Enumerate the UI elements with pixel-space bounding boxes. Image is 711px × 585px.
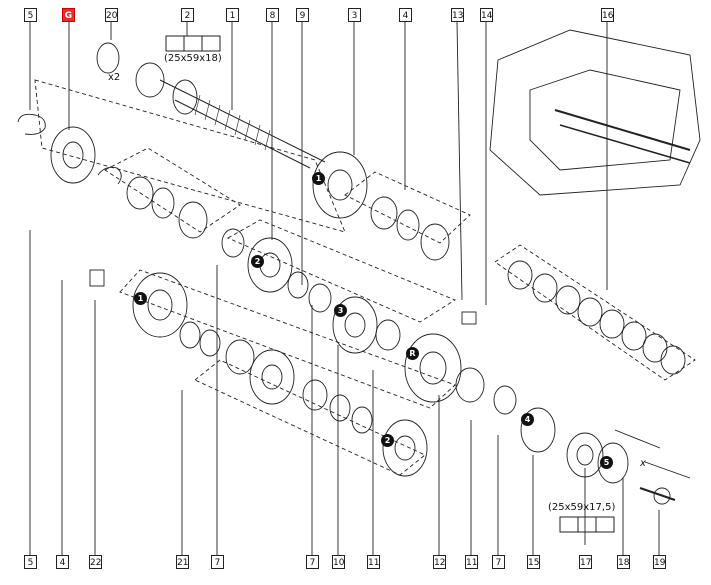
callout-13-top: 13 [451,8,464,22]
gear-marker-2: 2 [251,255,264,268]
callout-12-bottom: 12 [433,555,446,569]
gear-marker-5: 5 [600,456,613,469]
callout-1-top: 1 [226,8,239,22]
callout-7-bottom-c: 7 [492,555,505,569]
callout-18-bottom: 18 [617,555,630,569]
callout-20-top: 20 [105,8,118,22]
callout-14-top: 14 [480,8,493,22]
callout-4-top: 4 [399,8,412,22]
gear-marker-r: R [406,347,419,360]
dimension-label: x [640,458,646,469]
callout-g-top: G [62,8,75,22]
callout-8-top: 8 [266,8,279,22]
callout-3-top: 3 [348,8,361,22]
gear-marker-1: 1 [312,172,325,185]
callout-5-top: 5 [24,8,37,22]
gear-marker-3: 3 [334,304,347,317]
callout-7-bottom-b: 7 [306,555,319,569]
callout-21-bottom: 21 [176,555,189,569]
callout-9-top: 9 [296,8,309,22]
callout-4-bottom: 4 [56,555,69,569]
callout-11-bottom-a: 11 [367,555,380,569]
gear-marker-2-lower: 2 [381,434,394,447]
callout-2-top: 2 [181,8,194,22]
callout-15-bottom: 15 [527,555,540,569]
callout-17-bottom: 17 [579,555,592,569]
callout-7-bottom-a: 7 [211,555,224,569]
callout-22-bottom: 22 [89,555,102,569]
callout-16-top: 16 [601,8,614,22]
gear-marker-4: 4 [521,413,534,426]
bearing-spec-top: (25x59x18) [164,53,222,64]
callout-19-bottom: 19 [653,555,666,569]
callout-11-bottom-b: 11 [465,555,478,569]
quantity-label: x2 [108,72,121,83]
callout-10-bottom: 10 [332,555,345,569]
callout-5-bottom: 5 [24,555,37,569]
bearing-spec-bottom: (25x59x17,5) [548,502,616,513]
gear-marker-1-lower: 1 [134,292,147,305]
